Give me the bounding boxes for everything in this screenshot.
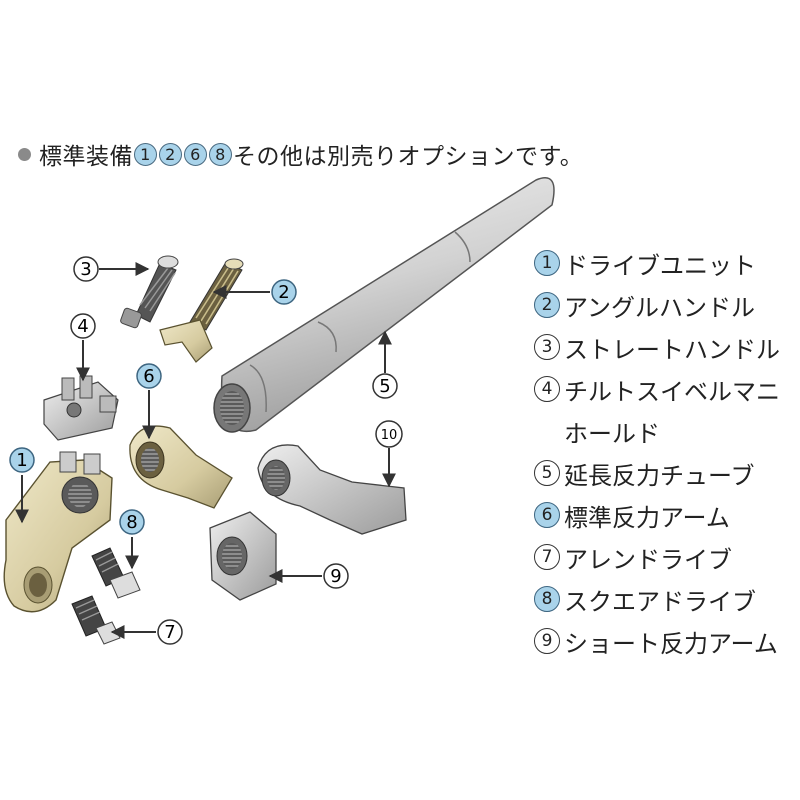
callout-1-label: 1 [16,450,27,471]
legend-label: スクエアドライブ [564,587,756,616]
standard-reaction-arm-part [129,425,233,509]
callout-7-label: 7 [164,622,175,643]
callout-10-label: 10 [381,428,398,443]
callout-3: 3 [73,256,99,282]
callout-4: 4 [70,313,96,339]
legend-number: 5 [534,460,560,486]
allen-drive-part [71,595,121,645]
callout-8-label: 8 [126,512,137,533]
short-reaction-arm-part [209,511,277,601]
callout-6-label: 6 [143,366,154,387]
drive-unit-part [3,451,113,613]
square-drive-part [91,547,141,599]
leader-lines [15,262,396,639]
bullet-icon [18,147,31,161]
callout-4-label: 4 [77,316,88,337]
legend-label: ストレートハンドル [564,335,780,364]
callout-2: 2 [271,279,297,305]
legend-label: 標準反力アーム [564,503,730,532]
callout-2-label: 2 [278,282,289,303]
note-badge-4: 8 [209,142,232,166]
legend-label: ホールド [564,419,660,448]
note-prefix: 標準装備 [39,144,133,170]
straight-handle-part [120,255,179,329]
callout-7: 7 [157,619,183,645]
legend-label: チルトスイベルマニ [564,377,780,406]
legend-label: 延長反力チューブ [564,461,755,490]
note-suffix: その他は別売りオプションです。 [233,144,584,170]
reaction-arm-10-part [257,444,407,535]
callout-10: 10 [375,420,403,448]
legend-label: ドライブユニット [564,251,756,280]
note-badge-3: 6 [184,142,207,166]
angle-handle-part [159,258,244,363]
callout-5-label: 5 [379,376,390,397]
legend-label: アレンドライブ [564,545,732,574]
note-badge-2: 2 [159,142,182,166]
legend-item: ホールド [534,410,800,452]
legend-number: 6 [534,502,560,528]
legend-label: アングルハンドル [564,293,756,322]
note-badge-1: 1 [134,142,157,166]
legend-label: ショート反力アーム [564,629,778,658]
callout-9: 9 [323,563,349,589]
legend-number: 9 [534,628,560,654]
callout-3-label: 3 [80,259,91,280]
tilt-swivel-manifold-part [43,375,119,441]
legend-number: 7 [534,544,560,570]
callout-6: 6 [136,363,162,389]
extension-tube-part [213,177,555,433]
legend-number: 8 [534,586,560,612]
standard-equipment-note: 標準装備 1 2 6 8 その他は別売りオプションです。 [18,136,583,172]
callout-9-label: 9 [330,566,341,587]
callout-1: 1 [9,447,35,473]
legend-number: 4 [534,376,560,402]
callout-5: 5 [372,373,398,399]
callout-8: 8 [119,509,145,535]
legend-number: 1 [534,250,560,276]
legend-number: 3 [534,334,560,360]
legend-number: 2 [534,292,560,318]
